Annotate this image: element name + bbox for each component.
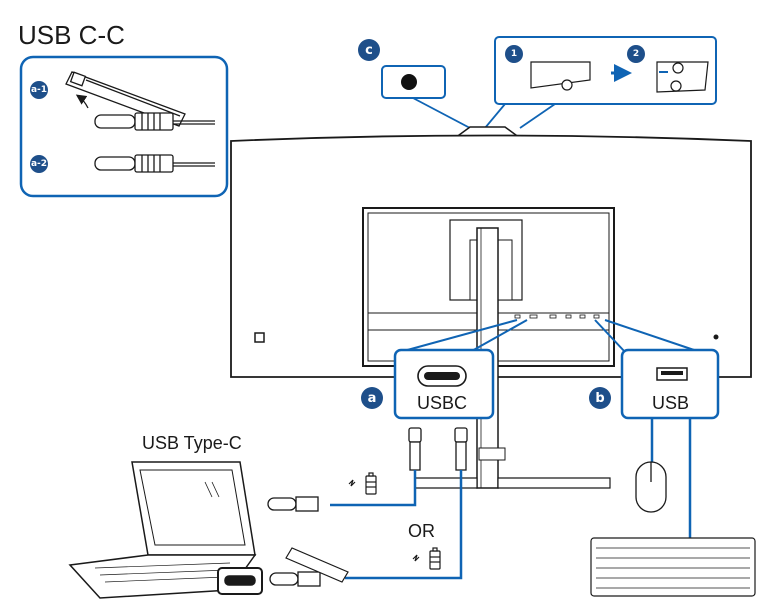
laptop-icon	[68, 461, 263, 599]
monitor	[230, 126, 752, 489]
usb-port-callout	[594, 319, 720, 420]
badge-b: b	[589, 387, 611, 409]
webcam-callout	[381, 65, 471, 129]
usbc-port-callout	[393, 319, 528, 420]
mouse-icon	[635, 461, 667, 513]
usb-type-c-label: USB Type-C	[142, 433, 242, 453]
badge-c: c	[358, 39, 380, 61]
badge-a2: a-2	[30, 155, 48, 173]
usb-c-plug-icon-a1	[94, 112, 215, 131]
usb-c-plug-icon-a2	[94, 154, 215, 173]
webcam-steps-callout	[484, 36, 717, 129]
usbc-cables	[267, 427, 468, 587]
or-label: OR	[408, 521, 435, 541]
usb-peripheral-cables	[650, 418, 692, 538]
badge-a1: a-1	[30, 81, 48, 99]
badge-a: a	[361, 387, 383, 409]
usb-port-label: USB	[652, 393, 690, 413]
keyboard-icon	[590, 537, 756, 597]
page-title: USB C-C	[18, 20, 125, 50]
usb-adapter-inset	[19, 55, 229, 198]
badge-step-1: 1	[505, 45, 523, 63]
badge-step-2: 2	[627, 45, 645, 63]
usbc-port-label: USBC	[417, 393, 468, 413]
